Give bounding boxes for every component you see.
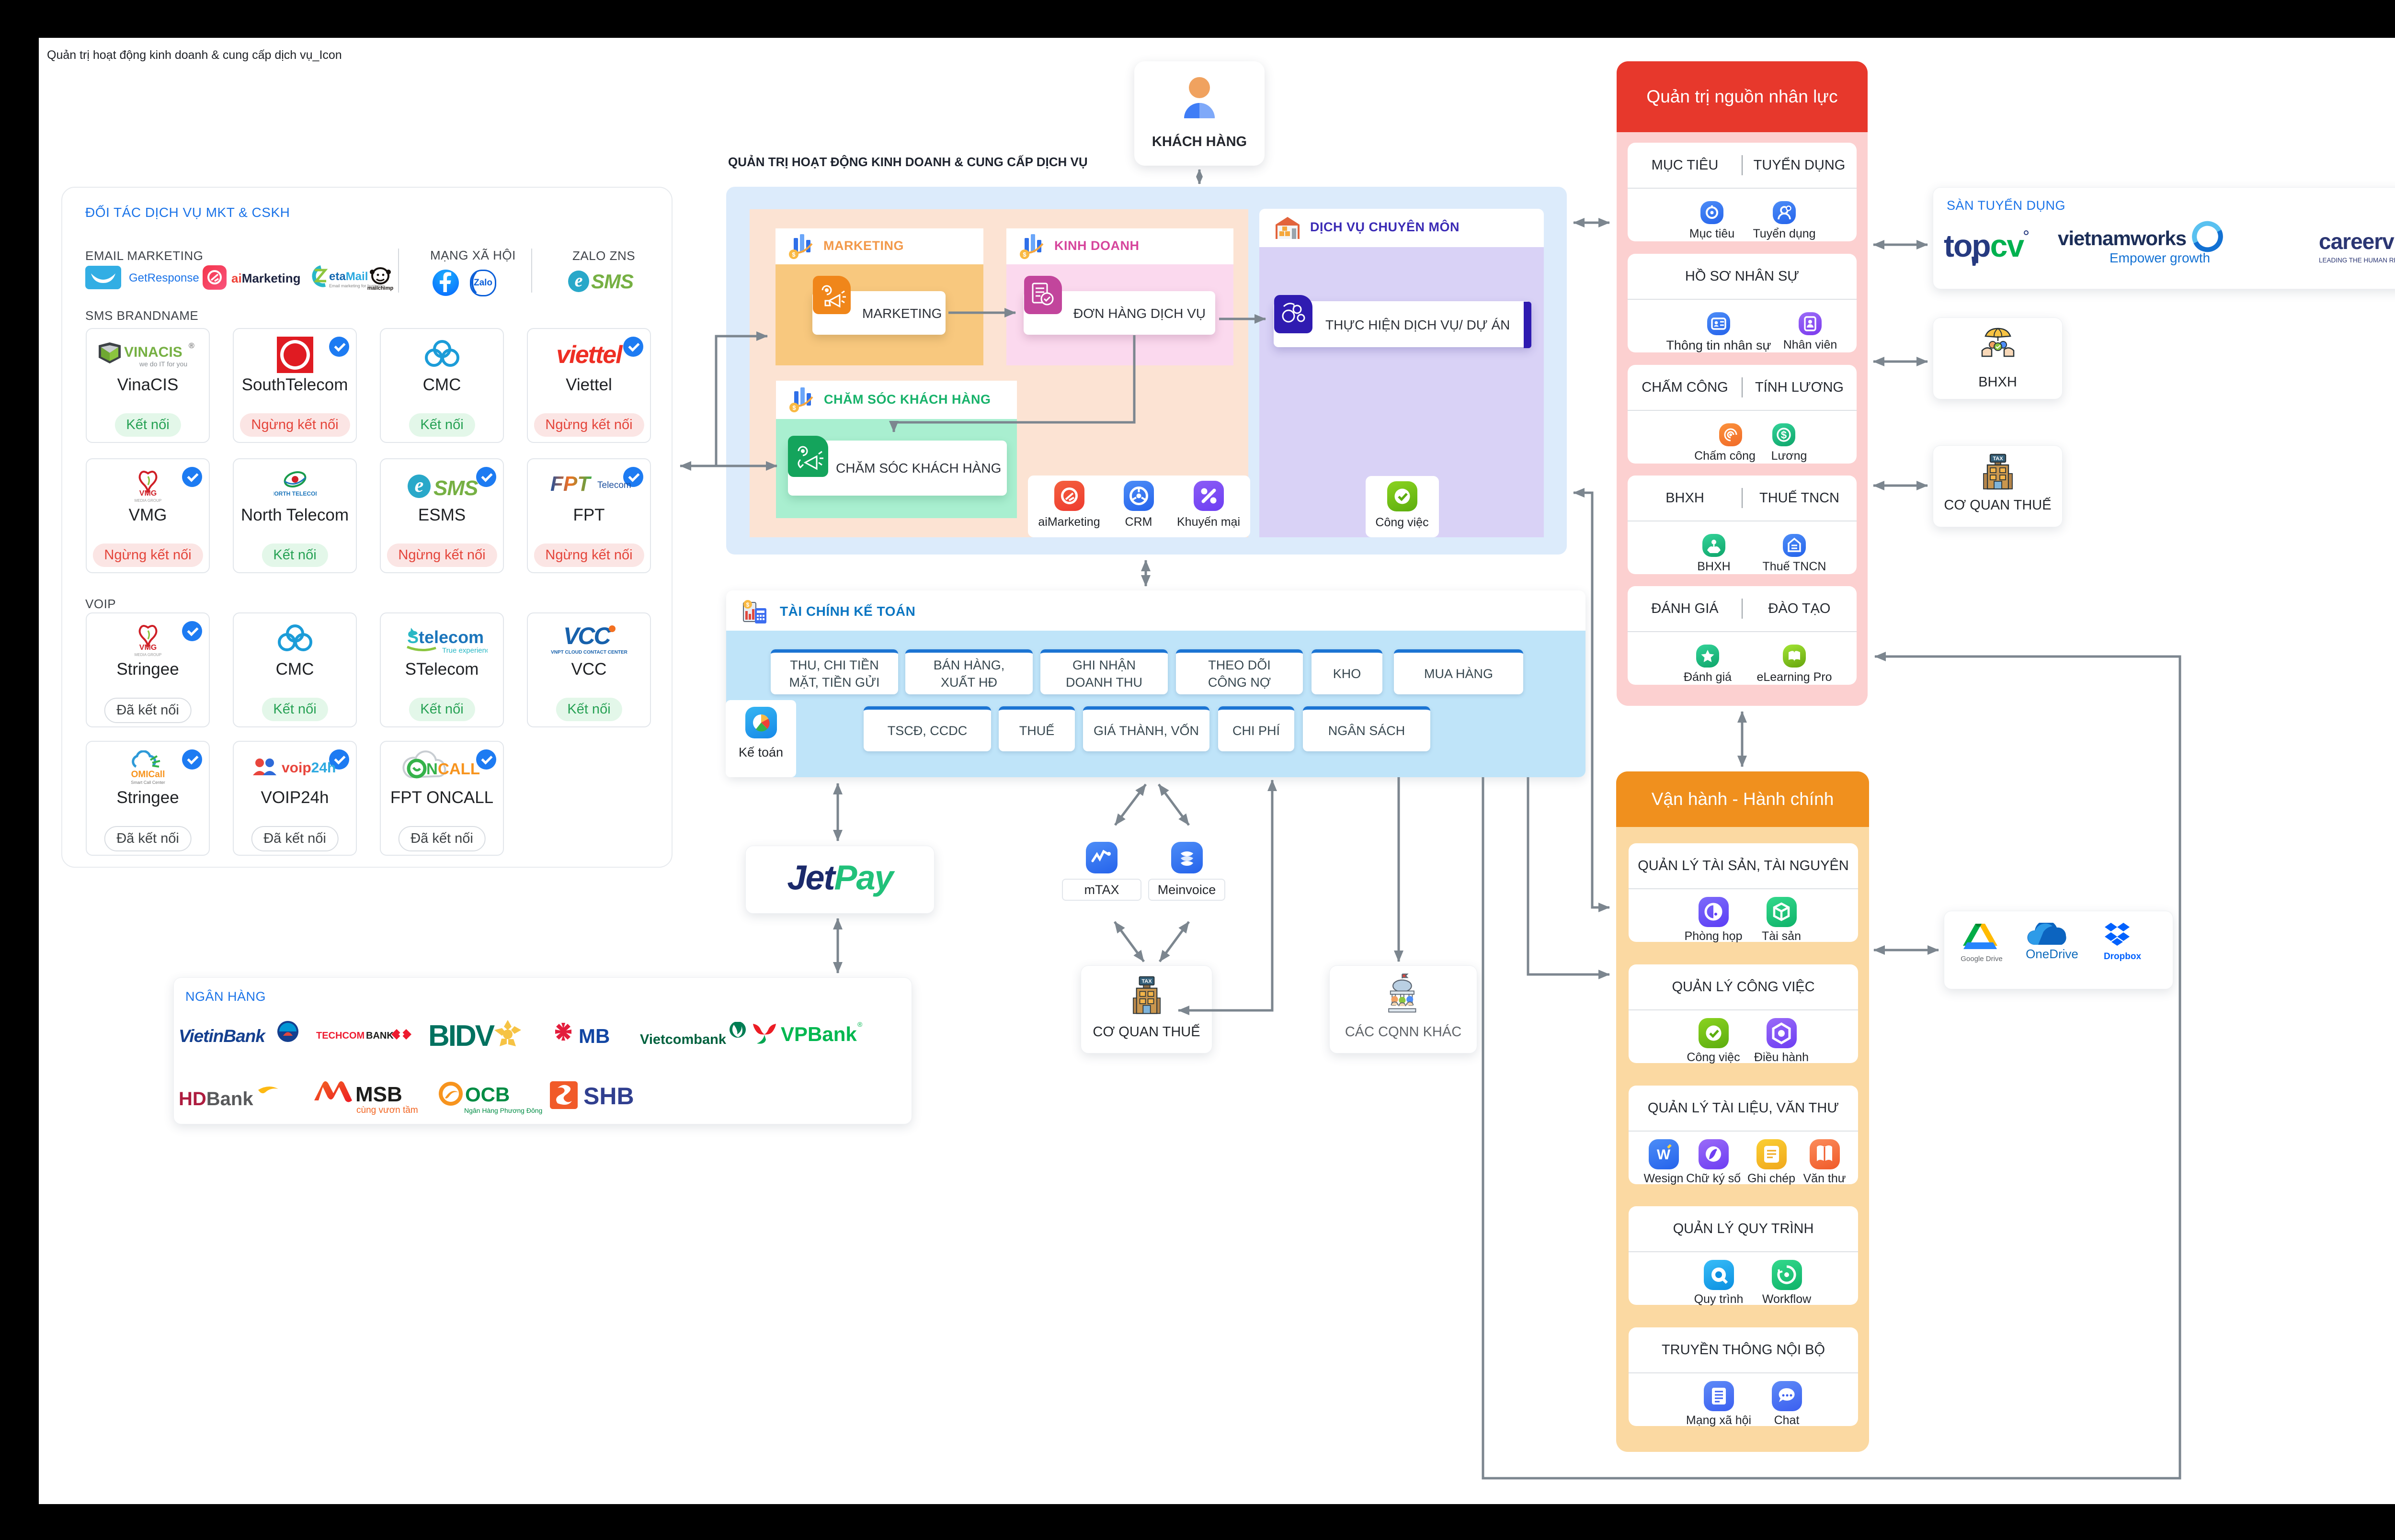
svg-text:VNPT CLOUD CONTACT CENTER: VNPT CLOUD CONTACT CENTER [551,650,627,655]
svg-text:topcv: topcv [1944,228,2024,263]
svg-text:VINACIS: VINACIS [124,344,182,360]
svg-text:Empower growth: Empower growth [2110,250,2210,265]
svg-text:MSB: MSB [355,1083,402,1106]
svg-text:BANK: BANK [366,1030,394,1041]
svg-text:HDBank: HDBank [179,1088,253,1110]
svg-text:$: $ [792,404,796,411]
svg-text:SHB: SHB [583,1083,634,1110]
svg-text:$: $ [792,251,796,258]
svg-text:Smart Call Center: Smart Call Center [131,780,165,785]
svg-text:W: W [1657,1147,1671,1163]
svg-text:vietnamworks: vietnamworks [2058,227,2186,249]
svg-text:VietinBank: VietinBank [179,1026,266,1046]
svg-text:MB: MB [579,1025,610,1047]
svg-text:OneDrive: OneDrive [2026,947,2078,961]
svg-text:®: ® [189,342,194,350]
svg-text:LEADING THE HUMAN RESOURCES IN: LEADING THE HUMAN RESOURCES INDUSTRY [2319,257,2395,264]
svg-text:Telecom: Telecom [597,480,631,490]
svg-text:$: $ [1781,429,1787,441]
svg-text:$: $ [746,601,750,608]
svg-text:OMICall: OMICall [131,770,165,780]
svg-text:OCB: OCB [465,1083,510,1106]
svg-text:NORTH TELECOM: NORTH TELECOM [274,490,317,497]
svg-text:MEDIA GROUP: MEDIA GROUP [134,653,161,657]
svg-text:careerviet: careerviet [2319,229,2395,254]
svg-text:TECHCOM: TECHCOM [316,1030,365,1041]
svg-text:voip24h: voip24h [282,760,336,776]
svg-text:BIDV: BIDV [428,1019,495,1053]
svg-text:CALL: CALL [438,760,480,778]
svg-text:True experience: True experience [442,646,488,655]
svg-text:VPBank: VPBank [781,1023,857,1045]
svg-text:Google Drive: Google Drive [1961,955,2003,963]
svg-text:TAX: TAX [1141,979,1152,985]
svg-text:VMG: VMG [139,644,156,652]
svg-text:®: ® [857,1020,863,1028]
svg-text:cùng vươn tầm: cùng vươn tầm [356,1105,418,1115]
svg-text:Dropbox: Dropbox [2104,951,2142,962]
svg-text:FPT: FPT [550,472,592,496]
svg-text:$: $ [1023,251,1026,258]
svg-text:VCC: VCC [563,623,611,649]
svg-text:we do IT for you: we do IT for you [139,360,187,368]
svg-text:TAX: TAX [1993,456,2003,462]
svg-text:VMG: VMG [139,489,156,498]
svg-text:MEDIA GROUP: MEDIA GROUP [134,498,161,503]
svg-text:Stelecom: Stelecom [407,627,484,647]
svg-text:Ngân Hàng Phương Đông: Ngân Hàng Phương Đông [464,1107,542,1114]
svg-text:N: N [426,760,438,778]
svg-text:Vietcombank: Vietcombank [640,1032,727,1047]
